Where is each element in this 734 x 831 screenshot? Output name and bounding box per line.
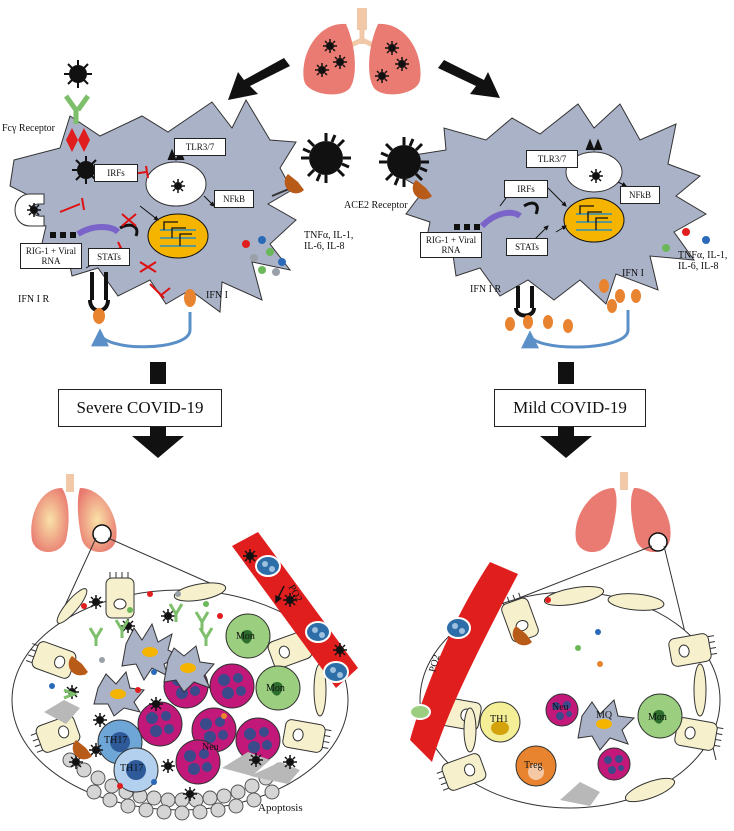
treg-label: Treg <box>524 760 543 771</box>
irfs-label: IRFs <box>94 164 138 182</box>
ifn-receptor-right <box>505 279 641 349</box>
blood-vessel-mild <box>409 562 518 762</box>
mq-label: MQ <box>596 710 613 721</box>
ifn1r-label-left: IFN I R <box>18 294 50 305</box>
irfs-label-right: IRFs <box>504 180 548 198</box>
cell-right-mild <box>399 103 707 305</box>
mon-label-mild: Mon <box>648 712 667 723</box>
tlr-label-right: TLR3/7 <box>526 150 578 168</box>
cytokines-label-left: TNFα, IL-1, IL-6, IL-8 <box>304 230 354 252</box>
arrow-left-black <box>228 58 290 100</box>
fcg-receptor-icon <box>63 59 93 152</box>
nfkb-label: NFkB <box>214 190 254 208</box>
alveolus-severe <box>11 571 349 821</box>
fcg-receptor-label: Fcγ Receptor <box>2 123 56 134</box>
th17-label-1: TH17 <box>104 735 128 746</box>
severe-covid-box: Severe COVID-19 <box>58 389 222 427</box>
th1-label: TH1 <box>490 714 509 725</box>
arrow-down-left <box>132 362 184 458</box>
stats-label-right: STATs <box>506 238 548 256</box>
stats-label: STATs <box>88 248 130 266</box>
lung-mild-icon <box>513 472 717 761</box>
mild-covid-box: Mild COVID-19 <box>494 389 646 427</box>
mon-label-2: Mon <box>266 683 285 694</box>
blood-vessel-severe <box>232 532 358 688</box>
alveolus-mild <box>419 586 725 809</box>
ifn1-label-left: IFN I <box>206 290 228 301</box>
tlr-label: TLR3/7 <box>174 138 226 156</box>
lung-top-icon <box>303 8 421 95</box>
ifn1r-label-right: IFN I R <box>470 284 502 295</box>
th17-label-2: TH17 <box>120 763 144 774</box>
virus-ace2-left <box>271 131 353 197</box>
neu-label-severe: Neu <box>202 742 219 753</box>
rig1-label: RIG-1 + Viral RNA <box>20 243 82 269</box>
cytokine-dots-right <box>662 228 710 252</box>
rig1-label-right: RIG-1 + Viral RNA <box>420 232 482 258</box>
cytokines-label-right: TNFα, IL-1, IL-6, IL-8 <box>678 250 728 272</box>
arrow-right-black <box>438 60 500 98</box>
cytokine-dots-left <box>242 236 286 276</box>
ifn-receptor-left <box>88 272 196 349</box>
arrow-down-right <box>540 362 592 458</box>
nfkb-label-right: NFkB <box>620 186 660 204</box>
apoptosis-label: Apoptosis <box>258 802 303 814</box>
neu-label-mild: Neu <box>552 702 569 713</box>
ifn1-label-right: IFN I <box>622 268 644 279</box>
virus-ace2-right <box>377 135 432 200</box>
lung-severe-icon <box>31 474 213 613</box>
ace2-receptor-label: ACE2 Receptor <box>344 200 408 211</box>
mon-label-1: Mon <box>236 631 255 642</box>
